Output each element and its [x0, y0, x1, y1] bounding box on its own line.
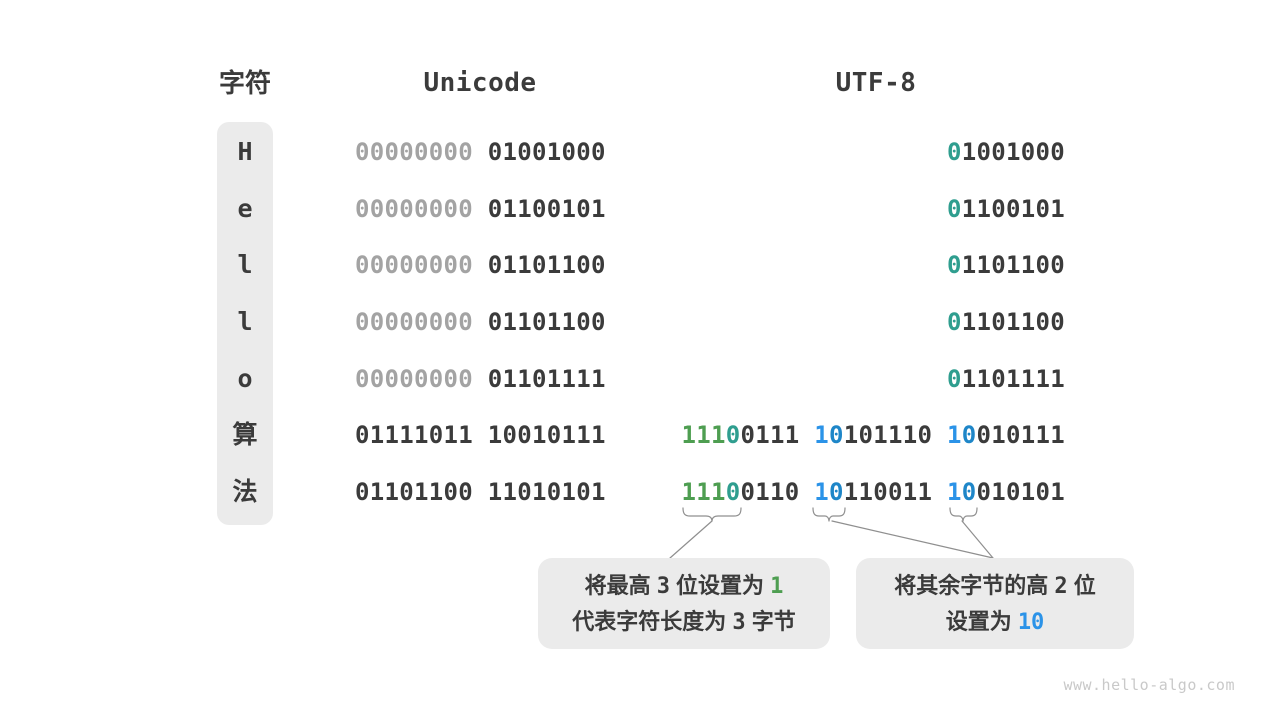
unicode-binary: 00000000 01100101	[355, 193, 606, 225]
unicode-bit-segment: 01101100	[487, 308, 606, 336]
connector-line-left	[669, 520, 713, 559]
utf8-bit-segment: 101110	[843, 421, 947, 449]
utf8-bit-segment: 1001000	[961, 138, 1065, 166]
char-label: o	[237, 364, 253, 393]
utf8-bit-segment: 010111	[976, 421, 1065, 449]
unicode-binary: 00000000 01101100	[355, 249, 606, 281]
underbrace-continuation-byte2	[812, 507, 846, 522]
watermark: www.hello-algo.com	[1063, 676, 1235, 694]
utf8-bit-segment: 0	[947, 365, 962, 393]
char-label: 算	[232, 420, 258, 449]
utf8-bit-segment: 0	[961, 421, 977, 449]
utf8-binary: 01101111	[947, 363, 1065, 395]
unicode-binary: 01111011 10010111	[355, 419, 606, 451]
utf8-binary: 11100110 10110011 10010101	[682, 476, 1066, 508]
note-line: 代表字符长度为 3 字节	[572, 604, 796, 640]
utf8-bit-segment: 0	[947, 138, 962, 166]
note-text-segment: 设置为	[945, 608, 1018, 634]
note-text-segment: 3	[656, 573, 670, 599]
connector-line-mid	[831, 520, 994, 559]
unicode-binary: 00000000 01101100	[355, 306, 606, 338]
note-line: 设置为 10	[946, 604, 1045, 640]
utf8-bit-segment: 1101100	[961, 251, 1065, 279]
utf8-bit-segment: 010101	[976, 478, 1065, 506]
unicode-binary: 01101100 11010101	[355, 476, 606, 508]
char-column-background	[217, 122, 273, 525]
char-label: l	[237, 307, 253, 336]
note-text-segment: 10	[1017, 609, 1045, 635]
utf8-binary: 01001000	[947, 136, 1065, 168]
unicode-bit-segment: 00000000	[355, 308, 488, 336]
utf8-bit-segment: 1	[814, 421, 829, 449]
char-label: H	[237, 137, 253, 166]
utf8-bit-segment: 111	[681, 421, 726, 449]
note-text-segment: 位	[1067, 572, 1096, 598]
note-text-segment: 2	[1054, 573, 1068, 599]
utf8-bit-segment: 110011	[843, 478, 947, 506]
underbrace-leading-bits	[682, 507, 742, 522]
unicode-bit-segment: 00000000	[355, 195, 488, 223]
note-line: 将最高 3 位设置为 1	[585, 568, 784, 604]
utf8-bit-segment: 0	[961, 478, 977, 506]
unicode-bit-segment: 01101111	[487, 365, 606, 393]
utf8-bit-segment: 0	[829, 421, 844, 449]
utf8-binary: 01100101	[947, 193, 1065, 225]
note-text-segment: 位设置为	[669, 572, 771, 598]
utf8-bit-segment: 0110	[740, 478, 815, 506]
column-header-utf8: UTF-8	[835, 68, 917, 98]
utf8-bit-segment: 0	[725, 421, 741, 449]
note-box-continuation-bytes: 将其余字节的高 2 位设置为 10	[856, 558, 1134, 649]
utf8-bit-segment: 1101100	[961, 308, 1065, 336]
column-header-unicode: Unicode	[423, 68, 537, 98]
utf8-bit-segment: 1	[947, 421, 962, 449]
utf8-bit-segment: 0	[947, 251, 962, 279]
utf8-binary: 01101100	[947, 306, 1065, 338]
underbrace-continuation-byte3	[949, 507, 978, 522]
note-text-segment: 字节	[745, 608, 796, 634]
unicode-binary: 00000000 01001000	[355, 136, 606, 168]
utf8-bit-segment: 1	[947, 478, 962, 506]
unicode-bit-segment: 01101100	[487, 251, 606, 279]
utf8-bit-segment: 0	[947, 195, 962, 223]
utf8-bit-segment: 1101111	[961, 365, 1065, 393]
utf8-bit-segment: 0111	[740, 421, 815, 449]
unicode-bit-segment: 00000000	[355, 138, 488, 166]
column-header-char: 字符	[218, 68, 271, 98]
utf8-binary: 01101100	[947, 249, 1065, 281]
unicode-bit-segment: 01101100 11010101	[355, 478, 606, 506]
note-text-segment: 将其余字节的高	[894, 572, 1055, 598]
utf8-bit-segment: 0	[947, 308, 962, 336]
connector-line-right	[961, 520, 994, 559]
utf8-bit-segment: 111	[681, 478, 726, 506]
utf8-bit-segment: 1100101	[961, 195, 1065, 223]
unicode-bit-segment: 00000000	[355, 365, 488, 393]
unicode-binary: 00000000 01101111	[355, 363, 606, 395]
note-text-segment: 将最高	[584, 572, 657, 598]
utf8-binary: 11100111 10101110 10010111	[682, 419, 1066, 451]
unicode-bit-segment: 00000000	[355, 251, 488, 279]
unicode-bit-segment: 01111011 10010111	[355, 421, 606, 449]
utf8-bit-segment: 1	[814, 478, 829, 506]
utf8-bit-segment: 0	[829, 478, 844, 506]
char-label: 法	[232, 477, 258, 506]
note-text-segment: 3	[732, 609, 746, 635]
utf8-bit-segment: 0	[725, 478, 741, 506]
unicode-bit-segment: 01001000	[487, 138, 606, 166]
note-text-segment: 代表字符长度为	[572, 608, 733, 634]
char-label: e	[237, 194, 253, 223]
note-line: 将其余字节的高 2 位	[894, 568, 1096, 604]
unicode-bit-segment: 01100101	[487, 195, 606, 223]
char-label: l	[237, 250, 253, 279]
note-text-segment: 1	[770, 573, 784, 599]
